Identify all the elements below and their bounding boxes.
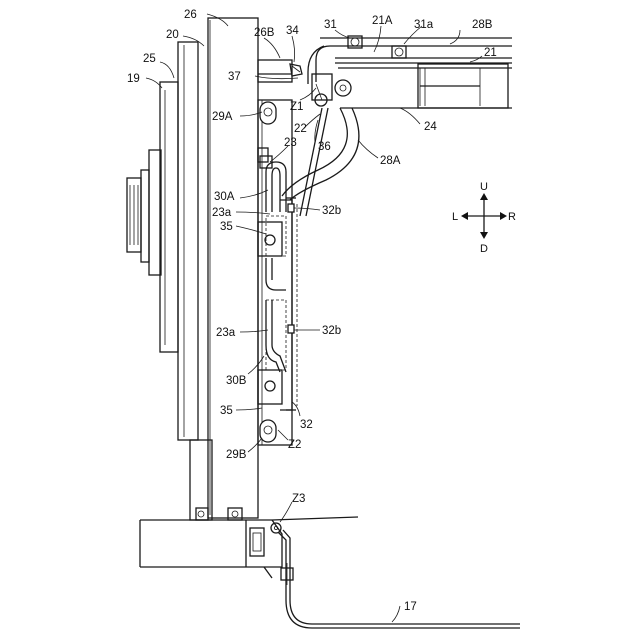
direction-indicator: U D L R bbox=[452, 181, 516, 255]
label-22: 22 bbox=[294, 123, 307, 135]
dir-up-label: U bbox=[480, 181, 488, 193]
label-21: 21 bbox=[484, 47, 497, 59]
label-Z2: Z2 bbox=[288, 439, 301, 451]
label-32: 32 bbox=[300, 419, 313, 431]
label-23: 23 bbox=[284, 137, 297, 149]
label-25: 25 bbox=[143, 53, 156, 65]
label-32b-top: 32b bbox=[322, 205, 341, 217]
base-structure bbox=[140, 517, 520, 628]
label-26: 26 bbox=[184, 9, 197, 21]
motor-assembly bbox=[127, 42, 198, 440]
label-31a: 31a bbox=[414, 19, 434, 31]
label-36: 36 bbox=[318, 141, 331, 153]
label-23a-mid: 23a bbox=[216, 327, 236, 339]
label-19: 19 bbox=[127, 73, 140, 85]
label-37: 37 bbox=[228, 71, 241, 83]
label-30A: 30A bbox=[214, 191, 235, 203]
label-21A: 21A bbox=[372, 15, 393, 27]
dir-right-label: R bbox=[508, 211, 516, 223]
cam-track bbox=[266, 162, 286, 372]
label-32b-mid: 32b bbox=[322, 325, 341, 337]
dir-left-label: L bbox=[452, 211, 458, 223]
label-29A: 29A bbox=[212, 111, 233, 123]
label-17: 17 bbox=[404, 601, 417, 613]
label-28B: 28B bbox=[472, 19, 493, 31]
label-35-top: 35 bbox=[220, 221, 233, 233]
dir-down-label: D bbox=[480, 243, 488, 255]
label-29B: 29B bbox=[226, 449, 247, 461]
label-23a-top: 23a bbox=[212, 207, 232, 219]
label-Z3: Z3 bbox=[292, 493, 305, 505]
leader-lines bbox=[146, 14, 482, 622]
label-35-bot: 35 bbox=[220, 405, 233, 417]
label-Z1: Z1 bbox=[290, 101, 303, 113]
label-31: 31 bbox=[324, 19, 337, 31]
top-beam bbox=[258, 36, 512, 108]
label-26B: 26B bbox=[254, 27, 275, 39]
label-20: 20 bbox=[166, 29, 179, 41]
vertical-plate-26 bbox=[190, 18, 258, 520]
label-30B: 30B bbox=[226, 375, 247, 387]
guide-rail bbox=[258, 100, 292, 445]
label-24: 24 bbox=[424, 121, 437, 133]
label-28A: 28A bbox=[380, 155, 401, 167]
label-34: 34 bbox=[286, 25, 299, 37]
